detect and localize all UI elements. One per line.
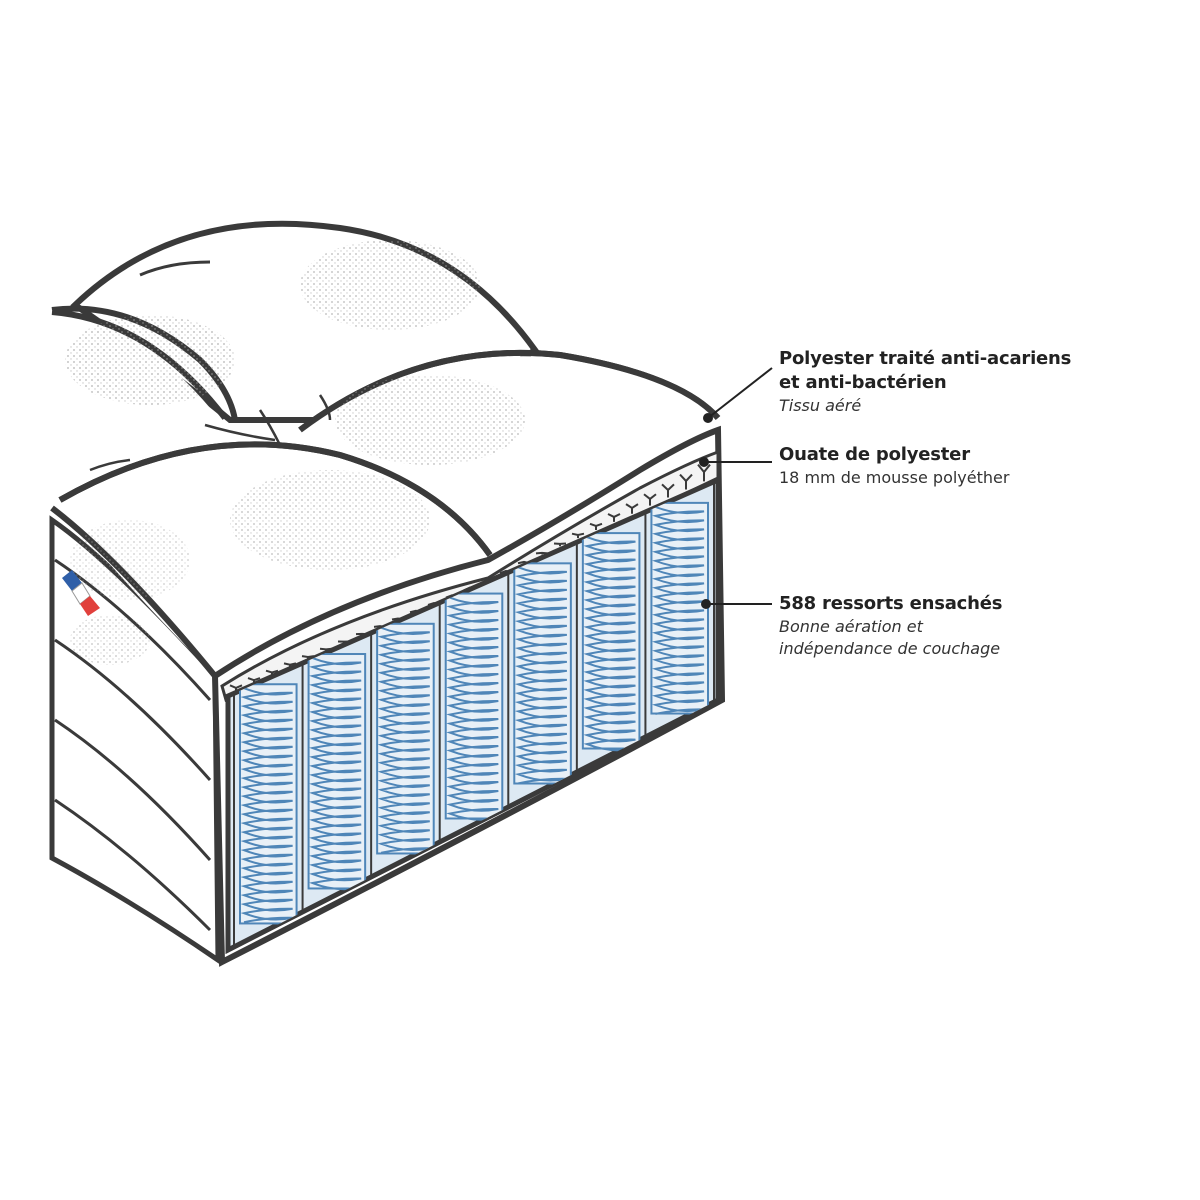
label-cover-fabric: Polyester traité anti-acariens et anti-b… xyxy=(779,347,1071,417)
foam-chevron xyxy=(589,522,603,531)
pocket-spring-column xyxy=(444,592,504,821)
foam-chevron xyxy=(697,464,711,482)
cutaway-face xyxy=(211,425,726,967)
label-cover-subtitle: Tissu aéré xyxy=(779,396,862,415)
label-fill-title: Ouate de polyester xyxy=(779,444,970,465)
pocket-spring-column xyxy=(307,653,367,891)
foam-chevron xyxy=(661,483,675,498)
label-cover-title-2: et anti-bactérien xyxy=(779,372,947,393)
mattress-side xyxy=(49,515,221,965)
foam-chevron xyxy=(625,503,639,514)
foam-chevron xyxy=(679,473,693,490)
label-pocket-springs: 588 ressorts ensachés Bonne aération et … xyxy=(779,592,1002,660)
label-fill-subtitle: 18 mm de mousse polyéther xyxy=(779,468,1010,487)
label-polyester-fill: Ouate de polyester 18 mm de mousse polyé… xyxy=(779,443,1009,489)
label-cover-title-1: Polyester traité anti-acariens xyxy=(779,348,1072,369)
foam-chevron xyxy=(571,532,585,539)
foam-chevron-pattern xyxy=(229,464,711,693)
label-springs-title: 588 ressorts ensachés xyxy=(779,593,1003,614)
foam-chevron xyxy=(643,493,657,506)
leader-lines xyxy=(699,367,773,609)
foam-chevron xyxy=(553,542,567,547)
label-springs-subtitle-1: Bonne aération et xyxy=(779,617,923,636)
pocket-spring-column xyxy=(513,562,572,785)
pocket-spring-column xyxy=(239,683,298,925)
label-springs-subtitle-2: indépendance de couchage xyxy=(779,639,1001,658)
pocket-spring-column xyxy=(581,532,641,752)
pocket-spring-column xyxy=(650,501,710,715)
pocket-spring-column xyxy=(376,622,435,855)
foam-chevron xyxy=(607,513,621,522)
pillow-top xyxy=(50,220,721,678)
france-flag-tag xyxy=(62,570,100,616)
